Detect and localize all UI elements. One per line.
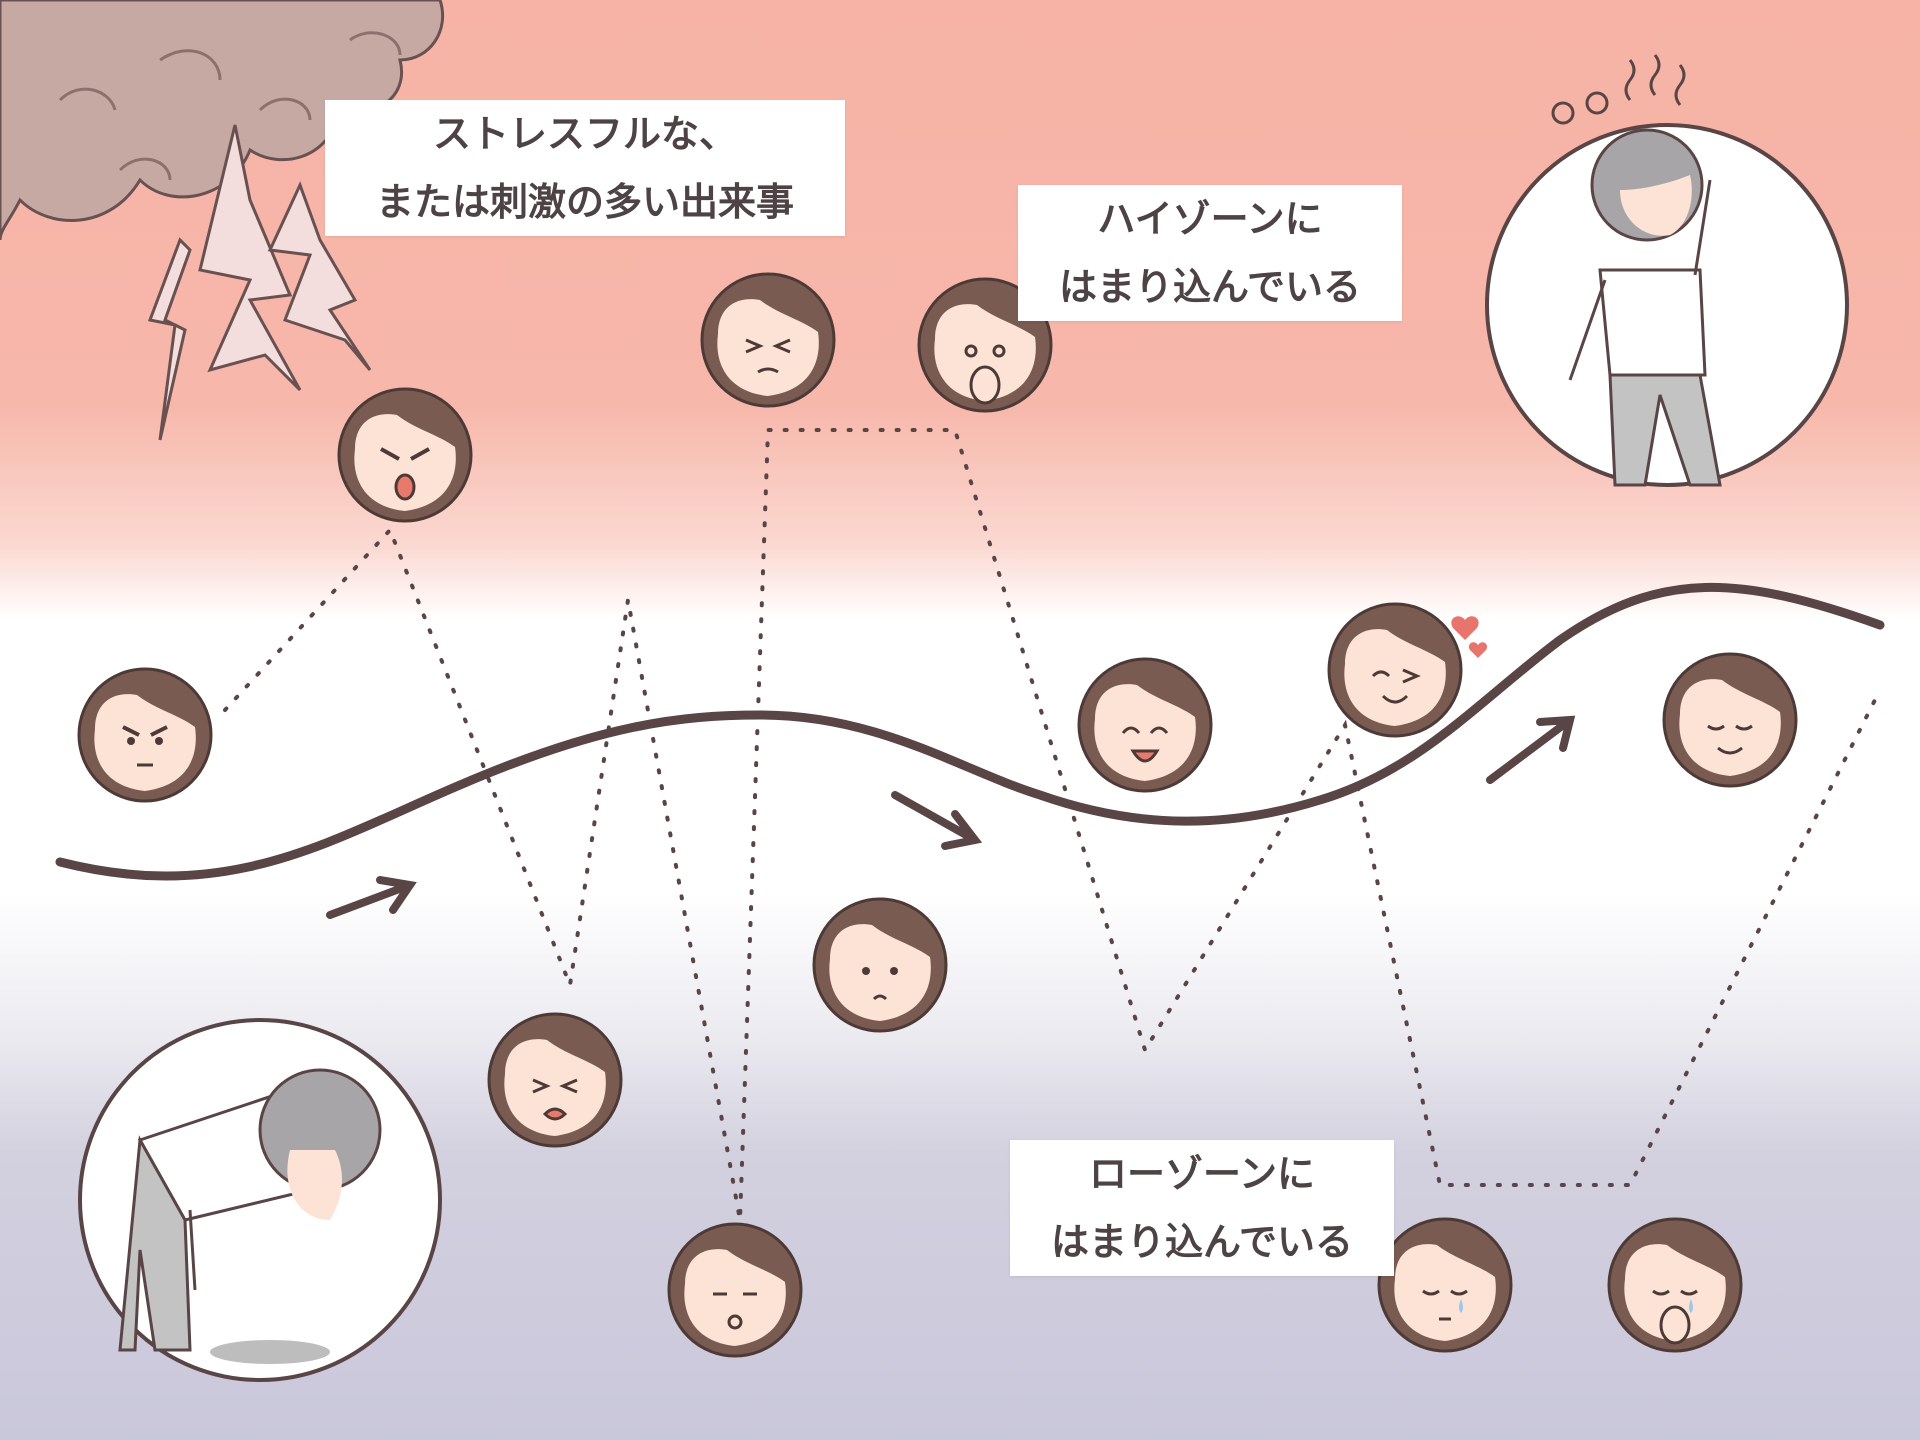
face-crying xyxy=(487,1012,623,1148)
dizzy-person-icon xyxy=(1485,54,1849,487)
stress-event-label-line1: ストレスフルな、 xyxy=(432,112,737,156)
face-squinting-stressed xyxy=(700,272,836,408)
low-zone-label: ローゾーンに はまり込んでいる xyxy=(1010,1140,1394,1276)
face-sad xyxy=(812,897,948,1033)
face-tearful-hand-on-mouth xyxy=(1607,1217,1743,1353)
stress-event-label: ストレスフルな、 または刺激の多い出来事 xyxy=(325,100,845,236)
baseline-wave xyxy=(55,582,1885,881)
emotion-path xyxy=(223,428,1882,1221)
low-zone-label-line1: ローゾーンに xyxy=(1088,1152,1316,1196)
face-happy-wink xyxy=(1327,602,1463,738)
high-zone-label-line2: はまり込んでいる xyxy=(1058,265,1362,309)
high-zone-label: ハイゾーンに はまり込んでいる xyxy=(1018,185,1402,321)
heart-icon xyxy=(1451,616,1488,658)
face-laughing xyxy=(1077,657,1213,793)
face-calm xyxy=(1662,652,1798,788)
storm-cloud-icon xyxy=(0,0,445,241)
face-sighing xyxy=(667,1222,803,1358)
low-zone-label-line2: はまり込んでいる xyxy=(1050,1220,1354,1264)
high-zone-label-line1: ハイゾーンに xyxy=(1097,197,1323,241)
face-shouting xyxy=(337,387,473,523)
lightning-icon xyxy=(147,124,372,441)
face-tearful-eyes-closed xyxy=(1377,1217,1513,1353)
face-worried-dizzy xyxy=(917,277,1053,413)
exhausted-person-icon xyxy=(78,1018,442,1382)
face-angry xyxy=(77,667,213,803)
arrow-icon xyxy=(326,715,1576,919)
stress-event-label-line2: または刺激の多い出来事 xyxy=(375,180,794,224)
